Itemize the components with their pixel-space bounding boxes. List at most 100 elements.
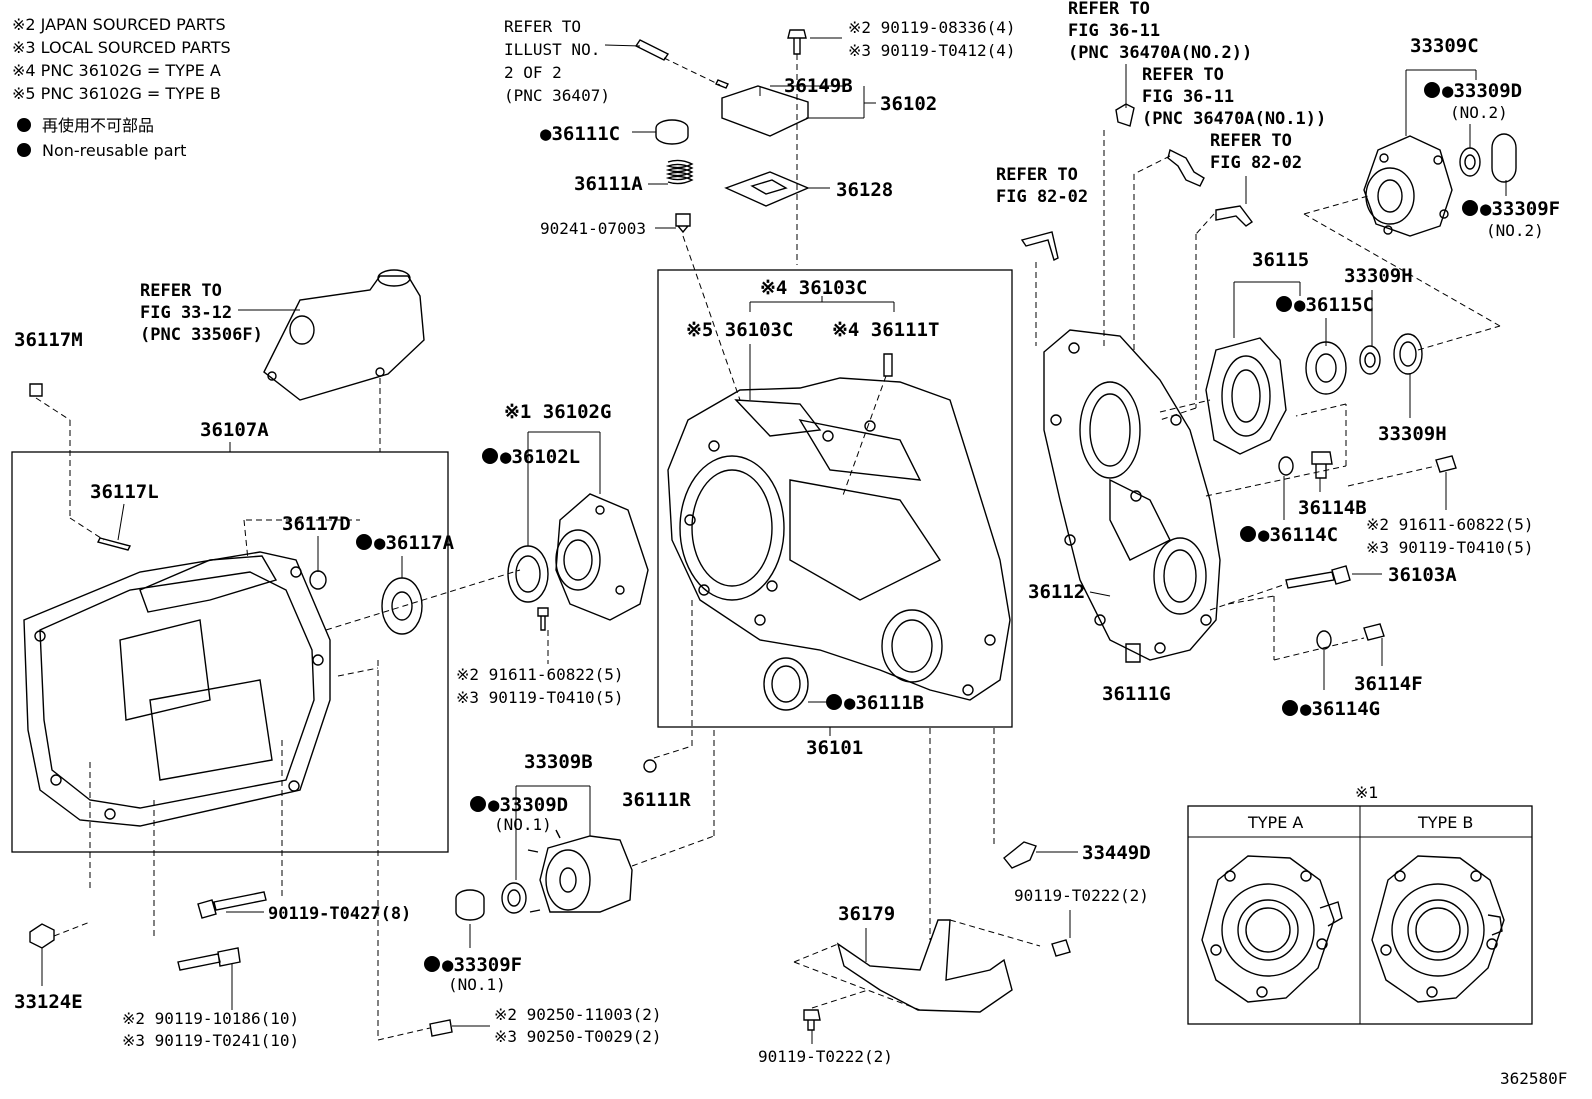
pin-drawing: [715, 79, 729, 89]
label-no1-b: (NO.1): [448, 975, 506, 994]
nonreusable-dot-icon: [17, 143, 31, 157]
extension-housing-36112: 36112 36111G: [1028, 329, 1221, 705]
label-90250-T0029: ※3 90250-T0029(2): [494, 1027, 662, 1046]
label-36111A: 36111A: [574, 173, 643, 195]
legend-note-1: ※2 JAPAN SOURCED PARTS: [12, 15, 226, 34]
ref-fig3611b-line2: FIG 36-11: [1142, 87, 1234, 107]
ref-fig3312-line2: FIG 33-12: [140, 303, 232, 323]
label-36111T: ※4 36111T: [832, 319, 939, 341]
label-36111B: ●36111B: [844, 692, 924, 714]
ref-illust: REFER TO ILLUST NO. 2 OF 2 (PNC 36407): [504, 17, 721, 105]
label-36149B: 36149B: [784, 75, 853, 97]
label-90119-T0427: 90119-T0427(8): [268, 904, 411, 924]
shift-cover-group: 36149B 36102 ※2 90119-08336(4) ※3 90119-…: [540, 18, 1016, 401]
label-90119-08336: ※2 90119-08336(4): [848, 18, 1016, 37]
label-90250-11003: ※2 90250-11003(2): [494, 1005, 662, 1024]
label-90119-T0241: ※3 90119-T0241(10): [122, 1031, 299, 1050]
type-a-flange-drawing: [1201, 855, 1343, 1003]
legend: ※2 JAPAN SOURCED PARTS ※3 LOCAL SOURCED …: [12, 15, 231, 160]
ref-fig3611a-line2: FIG 36-11: [1068, 21, 1160, 41]
bearing-36115C-drawing: [1305, 341, 1347, 395]
label-36111G: 36111G: [1102, 683, 1171, 705]
legend-note-4: ※5 PNC 36102G = TYPE B: [12, 84, 221, 103]
label-36102: 36102: [880, 93, 937, 115]
bracket-36179: 36179 90119-T0222(2) 90119-T0222(2) 3344…: [758, 728, 1151, 1066]
seal-36111B-drawing: [763, 657, 809, 711]
label-90119-10186: ※2 90119-10186(10): [122, 1009, 299, 1028]
label-36112: 36112: [1028, 581, 1085, 603]
label-33309F-no2: ●33309F: [1480, 198, 1560, 220]
label-36115: 36115: [1252, 249, 1309, 271]
ref-fig8202a-line2: FIG 82-02: [1210, 153, 1302, 173]
label-36103A: 36103A: [1388, 564, 1457, 586]
label-36117M: 36117M: [14, 329, 83, 351]
label-36111C: ●36111C: [540, 123, 620, 145]
ref-fig8202b-line2: FIG 82-02: [996, 187, 1088, 207]
legend-note-3: ※4 PNC 36102G = TYPE A: [12, 61, 221, 80]
nut-33309F-drawing: [455, 889, 485, 921]
ref-fig3611a-line3: (PNC 36470A(NO.2)): [1068, 43, 1252, 63]
spring-36111A-drawing: [665, 159, 694, 185]
label-33124E: 33124E: [14, 991, 83, 1013]
ref-fig-82-02-b: REFER TO FIG 82-02: [996, 165, 1088, 346]
type-comparison-table: ※1 TYPE A TYPE B: [1187, 783, 1533, 1025]
right-fasteners: ●36114C 36114B ※2 91611-60822(5) ※3 9011…: [1205, 403, 1534, 720]
type-a-header: TYPE A: [1247, 813, 1303, 832]
label-90119-T0410-b: ※3 90119-T0410(5): [1366, 538, 1534, 557]
label-no2-b: (NO.2): [1486, 221, 1544, 240]
label-36114C: ●36114C: [1258, 524, 1338, 546]
ref-illust-line2: ILLUST NO.: [504, 40, 600, 59]
type-table-header: ※1: [1355, 783, 1379, 802]
label-91611-60822-a: ※2 91611-60822(5): [456, 665, 624, 684]
figure-code: 362580F: [1500, 1069, 1567, 1088]
label-90241-07003: 90241-07003: [540, 219, 646, 238]
ref-fig3611b-line3: (PNC 36470A(NO.1)): [1142, 109, 1326, 129]
legend-nonreusable-jp: 再使用不可部品: [42, 116, 154, 135]
plug-36111C-drawing: [655, 119, 689, 145]
label-90119-T0222-a: 90119-T0222(2): [1014, 886, 1149, 905]
nonreusable-dot-icon: [17, 118, 31, 132]
label-36128: 36128: [836, 179, 893, 201]
retainer-36115: 36115 ●36115C 33309H 33309H: [1159, 195, 1501, 455]
flange-33309C: 33309C ●33309D (NO.2) ●33309F (NO.2): [1363, 35, 1560, 240]
label-33309H-a: 33309H: [1344, 265, 1413, 287]
label-36107A: 36107A: [200, 419, 269, 441]
label-91611-60822-b: ※2 91611-60822(5): [1366, 515, 1534, 534]
label-33449D: 33449D: [1082, 842, 1151, 864]
ref-fig3312-line1: REFER TO: [140, 281, 222, 301]
label-36102L: ●36102L: [500, 446, 580, 468]
legend-note-2: ※3 LOCAL SOURCED PARTS: [12, 38, 231, 57]
housing-36107A: 36117M 36107A 36117L 36117D ●36117A: [14, 329, 521, 1040]
label-33309D-no1: ●33309D: [488, 794, 568, 816]
label-36114B: 36114B: [1298, 497, 1367, 519]
label-36115C: ●36115C: [1294, 294, 1374, 316]
label-90119-T0222-b: 90119-T0222(2): [758, 1047, 893, 1066]
label-36103C-type-b: ※5 36103C: [686, 319, 793, 341]
bottom-left-fasteners: 90119-T0427(8) ※2 90119-10186(10) ※3 901…: [14, 891, 662, 1050]
ref-illust-line4: (PNC 36407): [504, 86, 610, 105]
ref-fig-36-11-b: REFER TO FIG 36-11 (PNC 36470A(NO.1)): [1133, 65, 1326, 352]
label-36117L: 36117L: [90, 481, 159, 503]
label-36102G: ※1 36102G: [504, 401, 611, 423]
case-group-box: [657, 269, 1013, 728]
label-36179: 36179: [838, 903, 895, 925]
label-36117A: ●36117A: [374, 532, 455, 554]
label-36103C-type-a: ※4 36103C: [760, 277, 867, 299]
ref-fig8202b-line1: REFER TO: [996, 165, 1078, 185]
label-33309C: 33309C: [1410, 35, 1479, 57]
label-36114F: 36114F: [1354, 673, 1423, 695]
label-33309F-no1: ●33309F: [442, 954, 522, 976]
label-33309H-b: 33309H: [1378, 423, 1447, 445]
label-33309D-no2: ●33309D: [1442, 80, 1522, 102]
label-90119-T0412: ※3 90119-T0412(4): [848, 41, 1016, 60]
flange-33309B: 33309B ●33309D (NO.1) ●33309F (NO.1) 361…: [424, 600, 715, 994]
type-b-flange-drawing: [1371, 855, 1505, 1003]
ref-illust-line3: 2 OF 2: [504, 63, 562, 82]
ref-fig-82-02-a: REFER TO FIG 82-02: [1159, 131, 1302, 421]
label-36101: 36101: [806, 737, 863, 759]
ref-fig-33-12: REFER TO FIG 33-12 (PNC 33506F): [140, 269, 425, 452]
label-36117D: 36117D: [282, 513, 351, 535]
label-36111R: 36111R: [622, 789, 691, 811]
housing-group-box: [11, 451, 449, 853]
